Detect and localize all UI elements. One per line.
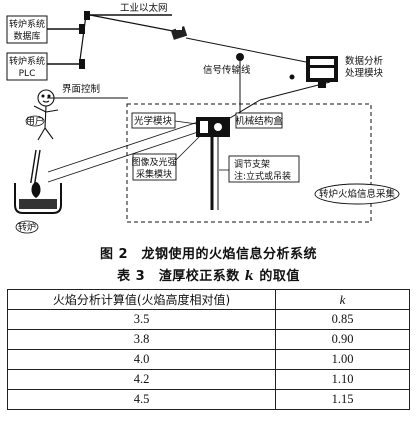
user-icon xyxy=(33,89,59,141)
data-processing-monitor-icon xyxy=(306,56,338,88)
ethernet-port-icon xyxy=(84,11,90,20)
table-row: 4.0 1.00 xyxy=(7,349,410,370)
svg-text:PLC: PLC xyxy=(19,69,36,79)
converter-furnace-icon xyxy=(14,149,62,214)
signal-cable-label: 信号传输线 xyxy=(203,64,251,76)
svg-text:调节支架: 调节支架 xyxy=(234,158,270,170)
system-boundary xyxy=(126,103,372,223)
mechanical-box-icon xyxy=(196,117,230,210)
svg-text:转炉火焰信息采集: 转炉火焰信息采集 xyxy=(319,188,396,200)
svg-text:注:立式或吊装: 注:立式或吊装 xyxy=(234,170,291,182)
table-row: 3.8 0.90 xyxy=(7,329,410,350)
table-cell-k: 1.15 xyxy=(275,389,410,410)
ui-control-label: 界面控制 xyxy=(62,83,100,95)
optical-module-box: 光学模块 xyxy=(131,112,176,129)
ethernet-cable xyxy=(79,14,179,61)
table-header-k: k xyxy=(275,289,410,310)
user-label: 用户 xyxy=(26,115,44,127)
table-caption-prefix: 表 3 渣厚校正系数 xyxy=(117,269,240,284)
svg-text:数据库: 数据库 xyxy=(13,30,40,42)
table-cell-k: 0.90 xyxy=(275,329,410,350)
table-row: 3.5 0.85 xyxy=(7,309,410,330)
plc-box: 转炉系统 PLC xyxy=(6,52,48,81)
table-caption-suffix: 的取值 xyxy=(259,269,300,284)
plc-port-icon xyxy=(79,59,85,69)
svg-text:图像及光强: 图像及光强 xyxy=(131,156,176,168)
figure-caption: 图 2 龙钢使用的火焰信息分析系统 xyxy=(99,247,318,262)
svg-text:转炉系统: 转炉系统 xyxy=(9,18,45,30)
table-cell-k: 1.10 xyxy=(275,369,410,390)
table-cell-k: 1.00 xyxy=(275,349,410,370)
signal-node-icon-2 xyxy=(289,74,295,80)
table-cell-flame-value: 4.2 xyxy=(7,369,276,390)
table-cell-flame-value: 4.0 xyxy=(7,349,276,370)
table-row: 4.2 1.10 xyxy=(7,369,410,390)
mechanical-box-label-box: 机械结构盒 xyxy=(235,112,283,129)
user-badge xyxy=(25,115,45,127)
bracket-box: 调节支架 注:立式或吊装 xyxy=(228,155,300,183)
table-cell-flame-value: 3.5 xyxy=(7,309,276,330)
acquisition-module-box: 图像及光强 采集模块 xyxy=(131,153,177,181)
acquisition-pointer xyxy=(175,135,201,161)
furnace-label: 转炉 xyxy=(18,221,36,233)
flame-acquisition-label: 转炉火焰信息采集 xyxy=(314,183,400,205)
ethernet-label: 工业以太网 xyxy=(120,2,168,14)
svg-text:光学模块: 光学模块 xyxy=(134,115,173,127)
signal-node-icon xyxy=(236,53,244,61)
table-cell-flame-value: 4.5 xyxy=(7,389,276,410)
table-cell-flame-value: 3.8 xyxy=(7,329,276,350)
database-box: 转炉系统 数据库 xyxy=(6,15,48,44)
ethernet-hub-icon xyxy=(170,26,188,40)
table-caption: 表 3 渣厚校正系数 k 的取值 xyxy=(0,265,417,284)
table-row: 4.5 1.15 xyxy=(7,389,410,410)
svg-text:机械结构盒: 机械结构盒 xyxy=(235,115,283,127)
svg-text:转炉系统: 转炉系统 xyxy=(9,55,45,67)
table-caption-variable: k xyxy=(244,269,255,284)
table-cell-k: 0.85 xyxy=(275,309,410,330)
sight-lines xyxy=(47,121,199,183)
system-diagram: 工业以太网 转炉系统 数据库 转炉系统 PLC 界面控制 xyxy=(6,2,400,234)
data-processing-label-2: 处理模块 xyxy=(345,67,384,79)
furnace-badge xyxy=(15,220,39,234)
db-port-icon xyxy=(79,24,85,34)
data-processing-label-1: 数据分析 xyxy=(345,55,384,67)
correction-factor-table: 火焰分析计算值(火焰高度相对值) k 3.5 0.85 3.8 0.90 4.0… xyxy=(7,289,410,410)
table-header-row: 火焰分析计算值(火焰高度相对值) k xyxy=(7,289,410,310)
table-header-flame-value: 火焰分析计算值(火焰高度相对值) xyxy=(7,289,276,310)
svg-text:采集模块: 采集模块 xyxy=(136,168,172,180)
